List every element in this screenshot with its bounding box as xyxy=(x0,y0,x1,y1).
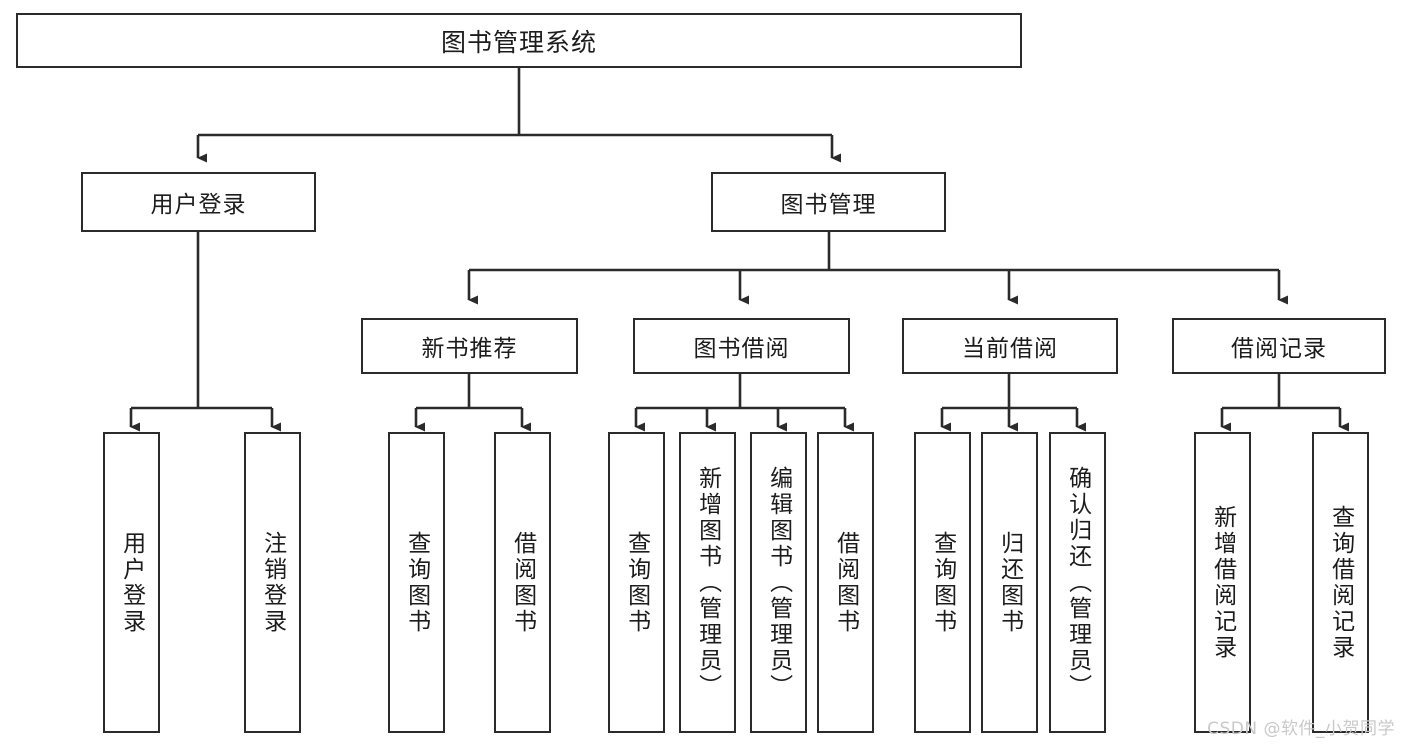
node-label: 新书推荐 xyxy=(421,336,518,362)
node-label: 图书管理 xyxy=(780,192,877,218)
node-root-system[interactable]: 图书管理系统 xyxy=(16,13,1022,68)
node-label: 注销登录 xyxy=(259,530,286,635)
node-label: 图书管理系统 xyxy=(440,27,597,57)
leaf-query-borrow-record[interactable]: 查询借阅记录 xyxy=(1312,432,1369,733)
leaf-query-book-borrow[interactable]: 查询图书 xyxy=(608,432,665,733)
node-current-borrow[interactable]: 当前借阅 xyxy=(902,318,1118,374)
node-new-book-recommend[interactable]: 新书推荐 xyxy=(361,318,578,374)
node-label: 归还图书 xyxy=(996,530,1023,635)
node-label: 借阅图书 xyxy=(509,530,536,635)
leaf-query-book-current[interactable]: 查询图书 xyxy=(914,432,971,733)
node-label: 用户登录 xyxy=(118,530,145,635)
node-label: 新增图书（管理员） xyxy=(694,465,721,700)
node-label: 当前借阅 xyxy=(962,336,1058,362)
node-label: 借阅图书 xyxy=(832,530,859,635)
node-book-manage[interactable]: 图书管理 xyxy=(711,172,946,232)
leaf-confirm-return[interactable]: 确认归还（管理员） xyxy=(1049,432,1106,733)
leaf-edit-book[interactable]: 编辑图书（管理员） xyxy=(750,432,807,733)
node-user-login[interactable]: 用户登录 xyxy=(81,172,316,232)
leaf-add-book[interactable]: 新增图书（管理员） xyxy=(679,432,736,733)
node-label: 编辑图书（管理员） xyxy=(765,465,792,700)
leaf-borrow-book[interactable]: 借阅图书 xyxy=(817,432,874,733)
node-book-borrow[interactable]: 图书借阅 xyxy=(633,318,850,374)
leaf-query-book-recommend[interactable]: 查询图书 xyxy=(388,432,445,733)
node-label: 查询图书 xyxy=(403,530,430,635)
node-label: 确认归还（管理员） xyxy=(1064,465,1091,700)
node-label: 查询借阅记录 xyxy=(1327,504,1354,661)
node-borrow-record[interactable]: 借阅记录 xyxy=(1172,318,1386,374)
node-label: 新增借阅记录 xyxy=(1209,504,1236,661)
leaf-add-borrow-record[interactable]: 新增借阅记录 xyxy=(1194,432,1251,733)
node-label: 用户登录 xyxy=(150,192,247,218)
node-label: 查询图书 xyxy=(929,530,956,635)
node-label: 查询图书 xyxy=(623,530,650,635)
leaf-return-book[interactable]: 归还图书 xyxy=(981,432,1038,733)
leaf-logout[interactable]: 注销登录 xyxy=(244,432,301,733)
node-label: 图书借阅 xyxy=(693,336,790,362)
leaf-borrow-book-recommend[interactable]: 借阅图书 xyxy=(494,432,551,733)
leaf-user-login[interactable]: 用户登录 xyxy=(103,432,160,733)
node-label: 借阅记录 xyxy=(1231,336,1327,362)
csdn-watermark: CSDN @软件_小贺同学 xyxy=(1207,719,1395,739)
